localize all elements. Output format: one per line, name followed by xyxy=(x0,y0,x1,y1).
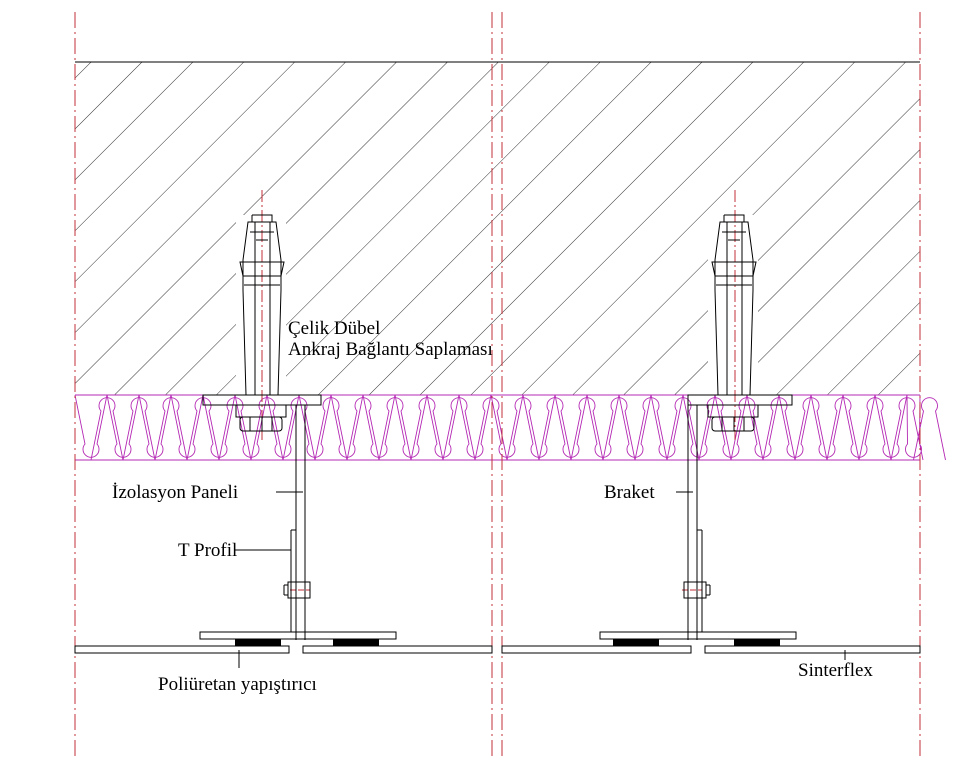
fixing-assembly-left xyxy=(74,214,493,654)
label-izolasyon: İzolasyon Paneli xyxy=(112,482,238,503)
concrete-wall xyxy=(75,61,920,395)
label-sinterflex: Sinterflex xyxy=(798,660,873,681)
leader-lines xyxy=(234,491,846,668)
label-poliuretan: Poliüretan yapıştırıcı xyxy=(158,674,317,695)
label-celik-dubel: Çelik Dübel xyxy=(288,318,380,339)
insulation-wool-pattern xyxy=(74,394,946,461)
label-t-profil: T Profil xyxy=(178,540,237,561)
label-braket: Braket xyxy=(604,482,655,503)
fixing-assembly-right xyxy=(501,214,921,654)
label-ankraj: Ankraj Bağlantı Saplaması xyxy=(288,339,493,360)
anchor-cutouts xyxy=(236,215,758,395)
